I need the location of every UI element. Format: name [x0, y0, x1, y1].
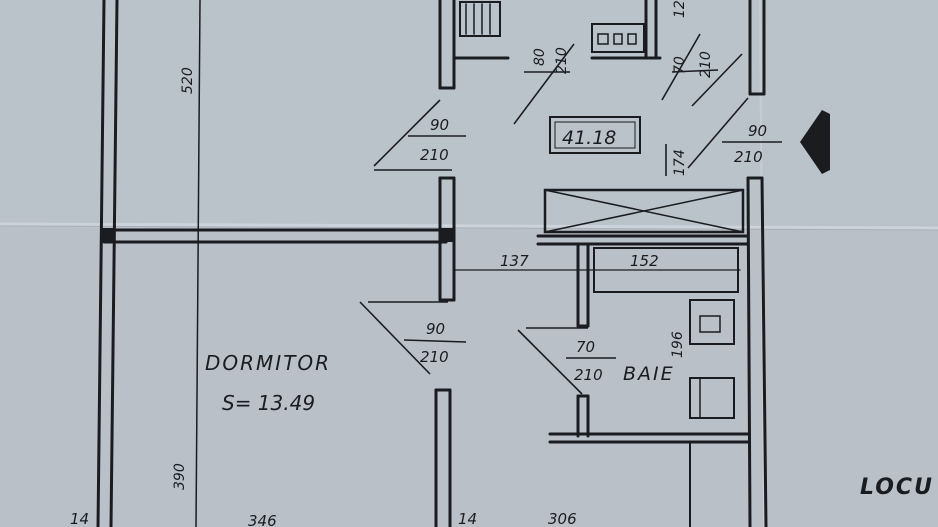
- door-right-mid-width: 90: [748, 122, 767, 140]
- dim-520: 520: [180, 67, 196, 94]
- room-name-baie: BAIE: [623, 363, 675, 385]
- door-left-upper-height: 210: [420, 146, 449, 164]
- dim-137: 137: [500, 252, 529, 270]
- dim-196: 196: [670, 331, 686, 358]
- door-bath-height: 210: [574, 366, 603, 384]
- door-left-upper-width: 90: [430, 116, 449, 134]
- dim-390: 390: [172, 463, 188, 490]
- cut-label: LOCU: [860, 475, 934, 500]
- dim-14-mid: 14: [458, 510, 477, 527]
- dim-306: 306: [548, 510, 577, 527]
- door-right-top-width: 70: [672, 56, 688, 74]
- door-bath-width: 70: [576, 338, 595, 356]
- entry-arrow-icon: [800, 110, 830, 174]
- dim-14-left: 14: [70, 510, 89, 527]
- room-area-dormitor: S= 13.49: [222, 391, 315, 415]
- door-left-lower-width: 90: [426, 320, 445, 338]
- area-box-value: 41.18: [562, 127, 616, 149]
- door-right-top-height: 210: [698, 51, 714, 78]
- door-right-mid-height: 210: [734, 148, 763, 166]
- room-name-dormitor: DORMITOR: [205, 351, 331, 375]
- door-center-top-height: 210: [554, 47, 570, 74]
- dim-346: 346: [248, 512, 277, 527]
- door-left-lower-height: 210: [420, 348, 449, 366]
- door-center-top-width: 80: [532, 48, 548, 66]
- dim-174: 174: [672, 149, 688, 176]
- dim-12: 12: [672, 0, 688, 18]
- dim-152: 152: [630, 252, 659, 270]
